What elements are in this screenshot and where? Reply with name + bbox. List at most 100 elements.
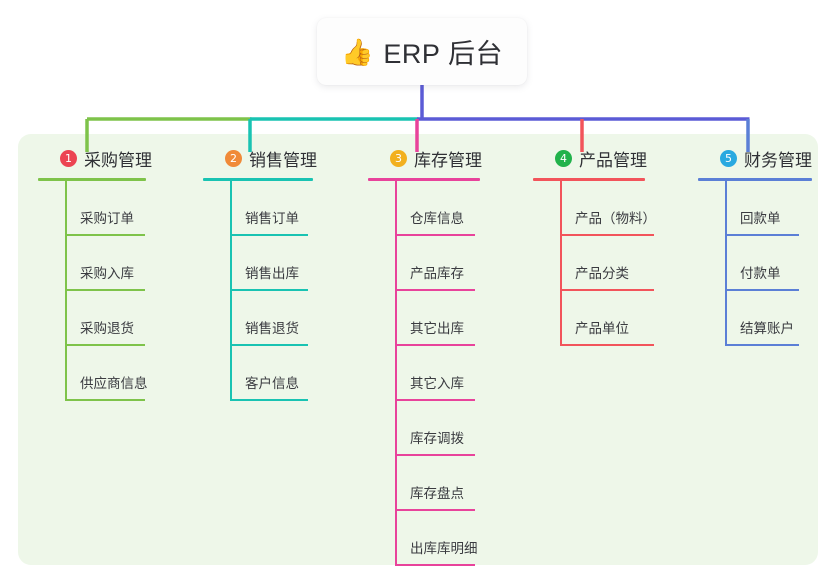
branch-spine — [230, 181, 232, 401]
branch-item-underline — [65, 234, 145, 236]
branch-item-underline — [230, 344, 308, 346]
branch-column-2: 2 销售管理销售订单销售出库销售退货客户信息 — [203, 146, 317, 401]
branch-item[interactable]: 产品（物料） — [560, 181, 656, 236]
root-title: ERP 后台 — [383, 39, 503, 69]
branch-item[interactable]: 其它出库 — [395, 291, 482, 346]
branch-spine — [65, 181, 67, 401]
branch-item-label: 销售订单 — [245, 211, 299, 226]
branch-column-3: 3 库存管理仓库信息产品库存其它出库其它入库库存调拨库存盘点出库库明细 — [368, 146, 482, 566]
branch-item[interactable]: 产品单位 — [560, 291, 654, 346]
branch-item[interactable]: 销售出库 — [230, 236, 317, 291]
branch-underline — [698, 178, 812, 181]
branch-column-4: 4 产品管理产品（物料） 产品分类产品单位 — [533, 146, 656, 346]
branch-number-badge: 5 — [720, 149, 737, 167]
branch-item-label: 采购入库 — [80, 266, 134, 281]
branch-underline — [203, 178, 313, 181]
branch-number-badge: 3 — [390, 149, 407, 167]
branch-underline — [38, 178, 146, 181]
branch-item-underline — [725, 289, 799, 291]
branch-item[interactable]: 采购订单 — [65, 181, 152, 236]
branch-item-underline — [65, 289, 145, 291]
branch-item-underline — [395, 399, 475, 401]
branch-item-label: 采购订单 — [80, 211, 134, 226]
branch-item[interactable]: 结算账户 — [725, 291, 812, 346]
branch-item-label: 其它出库 — [410, 321, 464, 336]
branch-item[interactable]: 出库库明细 — [395, 511, 482, 566]
branch-header-2[interactable]: 2 销售管理 — [203, 146, 317, 170]
branch-item-label: 付款单 — [740, 266, 781, 281]
branch-item-label: 采购退货 — [80, 321, 134, 336]
branch-item[interactable]: 销售退货 — [230, 291, 317, 346]
branch-item-underline — [395, 234, 475, 236]
branch-item[interactable]: 销售订单 — [230, 181, 317, 236]
branch-item[interactable]: 付款单 — [725, 236, 812, 291]
branch-number-badge: 1 — [60, 149, 77, 167]
branch-item-underline — [395, 564, 475, 566]
branch-item-label: 回款单 — [740, 211, 781, 226]
branch-header-1[interactable]: 1 采购管理 — [38, 146, 152, 170]
branch-item-underline — [395, 344, 475, 346]
root-node[interactable]: 👍 ERP 后台 — [317, 18, 527, 85]
diagram-panel — [18, 134, 818, 565]
branch-item-underline — [395, 289, 475, 291]
branch-item-underline — [725, 344, 799, 346]
thumbs-up-icon: 👍 — [341, 36, 374, 67]
branch-items: 采购订单采购入库采购退货供应商信息 — [38, 181, 152, 401]
branch-item[interactable]: 回款单 — [725, 181, 812, 236]
branch-items: 仓库信息产品库存其它出库其它入库库存调拨库存盘点出库库明细 — [368, 181, 482, 566]
branch-item-label: 出库库明细 — [410, 541, 478, 556]
branch-underline — [533, 178, 645, 181]
branch-spine — [395, 181, 397, 566]
branch-title: 销售管理 — [249, 150, 317, 170]
branch-item-underline — [65, 399, 145, 401]
branch-title: 库存管理 — [414, 150, 482, 170]
branch-item-label: 其它入库 — [410, 376, 464, 391]
branch-item-label: 库存盘点 — [410, 486, 464, 501]
branch-title: 财务管理 — [744, 150, 812, 170]
branch-spine — [560, 181, 562, 346]
branch-column-1: 1 采购管理采购订单采购入库采购退货供应商信息 — [38, 146, 152, 401]
branch-item-label: 客户信息 — [245, 376, 299, 391]
branch-item[interactable]: 仓库信息 — [395, 181, 482, 236]
branch-item-underline — [560, 344, 654, 346]
branch-item-label: 结算账户 — [740, 321, 794, 336]
branch-item-label: 销售出库 — [245, 266, 299, 281]
branch-item-label: 产品（物料） — [575, 211, 656, 226]
branch-item-label: 产品库存 — [410, 266, 464, 281]
branch-item[interactable]: 采购退货 — [65, 291, 152, 346]
branch-item[interactable]: 库存调拨 — [395, 401, 482, 456]
branch-item-label: 产品分类 — [575, 266, 629, 281]
branch-header-4[interactable]: 4 产品管理 — [533, 146, 647, 170]
branch-header-3[interactable]: 3 库存管理 — [368, 146, 482, 170]
branch-item-label: 库存调拨 — [410, 431, 464, 446]
branch-item[interactable]: 客户信息 — [230, 346, 317, 401]
branch-item-label: 仓库信息 — [410, 211, 464, 226]
branch-header-5[interactable]: 5 财务管理 — [698, 146, 812, 170]
branch-item[interactable]: 供应商信息 — [65, 346, 152, 401]
branch-item[interactable]: 产品库存 — [395, 236, 482, 291]
branch-number-badge: 4 — [555, 149, 572, 167]
branch-item[interactable]: 产品分类 — [560, 236, 654, 291]
branch-item-underline — [230, 234, 308, 236]
branch-item[interactable]: 采购入库 — [65, 236, 152, 291]
branch-items: 销售订单销售出库销售退货客户信息 — [203, 181, 317, 401]
branch-item-underline — [65, 344, 145, 346]
branch-number-badge: 2 — [225, 149, 242, 167]
branch-item-underline — [395, 454, 475, 456]
branch-underline — [368, 178, 480, 181]
branch-item-underline — [725, 234, 799, 236]
branch-item[interactable]: 其它入库 — [395, 346, 482, 401]
branch-item-underline — [230, 399, 308, 401]
branch-item-underline — [230, 289, 308, 291]
branch-item[interactable]: 库存盘点 — [395, 456, 482, 511]
branch-title: 采购管理 — [84, 150, 152, 170]
branch-column-5: 5 财务管理回款单付款单结算账户 — [698, 146, 812, 346]
branch-items: 回款单付款单结算账户 — [698, 181, 812, 346]
branch-items: 产品（物料） 产品分类产品单位 — [533, 181, 656, 346]
branch-item-label: 产品单位 — [575, 321, 629, 336]
branch-item-underline — [560, 234, 654, 236]
branch-spine — [725, 181, 727, 346]
branch-item-underline — [560, 289, 654, 291]
branch-title: 产品管理 — [579, 150, 647, 170]
